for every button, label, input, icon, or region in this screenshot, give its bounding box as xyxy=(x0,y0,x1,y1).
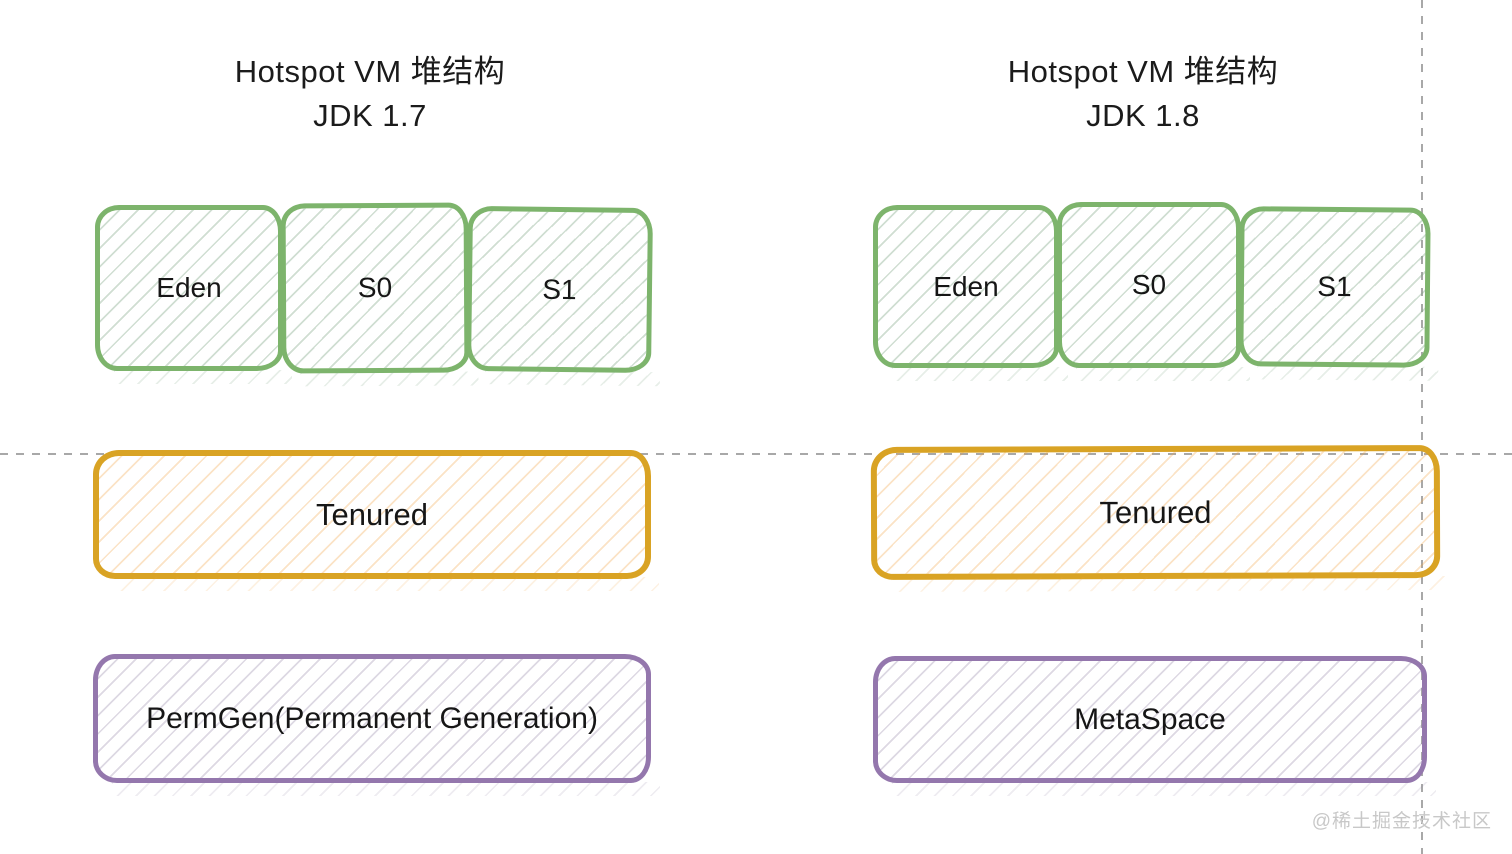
jdk18-title-line2: JDK 1.8 xyxy=(1086,98,1200,133)
jdk17-s1-label: S1 xyxy=(542,273,577,305)
jdk18-s1-box: S1 xyxy=(1238,206,1431,368)
right-vertical-dashed-line xyxy=(1421,0,1423,854)
generation-boundary-horizontal-dashed-line xyxy=(0,453,1512,455)
jdk18-metaspace-box: MetaSpace xyxy=(873,656,1436,796)
jdk18-tenured-box: Tenured xyxy=(870,445,1441,580)
jdk17-permgen-label: PermGen(Permanent Generation) xyxy=(146,701,598,735)
jdk17-title: Hotspot VM 堆结构 JDK 1.7 xyxy=(140,50,600,138)
jdk18-s1-label: S1 xyxy=(1317,270,1352,303)
jdk18-tenured-label: Tenured xyxy=(1099,494,1212,530)
jdk17-s0-label: S0 xyxy=(357,271,393,304)
jdk18-title-line1: Hotspot VM 堆结构 xyxy=(1007,54,1279,89)
jdk18-s0-box: S0 xyxy=(1057,202,1250,381)
jdk18-eden-box: Eden xyxy=(873,205,1068,381)
jdk17-permgen-box: PermGen(Permanent Generation) xyxy=(93,654,660,796)
jdk18-eden-label: Eden xyxy=(933,270,999,302)
jdk17-s1-box: S1 xyxy=(465,205,654,374)
jdk18-title: Hotspot VM 堆结构 JDK 1.8 xyxy=(913,50,1373,138)
jdk17-eden-box: Eden xyxy=(95,205,292,384)
jdk17-tenured-box: Tenured xyxy=(93,450,659,591)
jdk17-s0-box: S0 xyxy=(280,202,470,374)
jdk17-tenured-label: Tenured xyxy=(315,496,429,532)
watermark: @稀土掘金技术社区 xyxy=(1311,811,1492,832)
jdk18-s0-label: S0 xyxy=(1131,269,1167,300)
jdk17-eden-label: Eden xyxy=(156,272,222,303)
jdk18-metaspace-label: MetaSpace xyxy=(1074,702,1226,736)
jdk17-title-line1: Hotspot VM 堆结构 xyxy=(234,54,506,89)
jdk17-title-line2: JDK 1.7 xyxy=(313,98,427,133)
